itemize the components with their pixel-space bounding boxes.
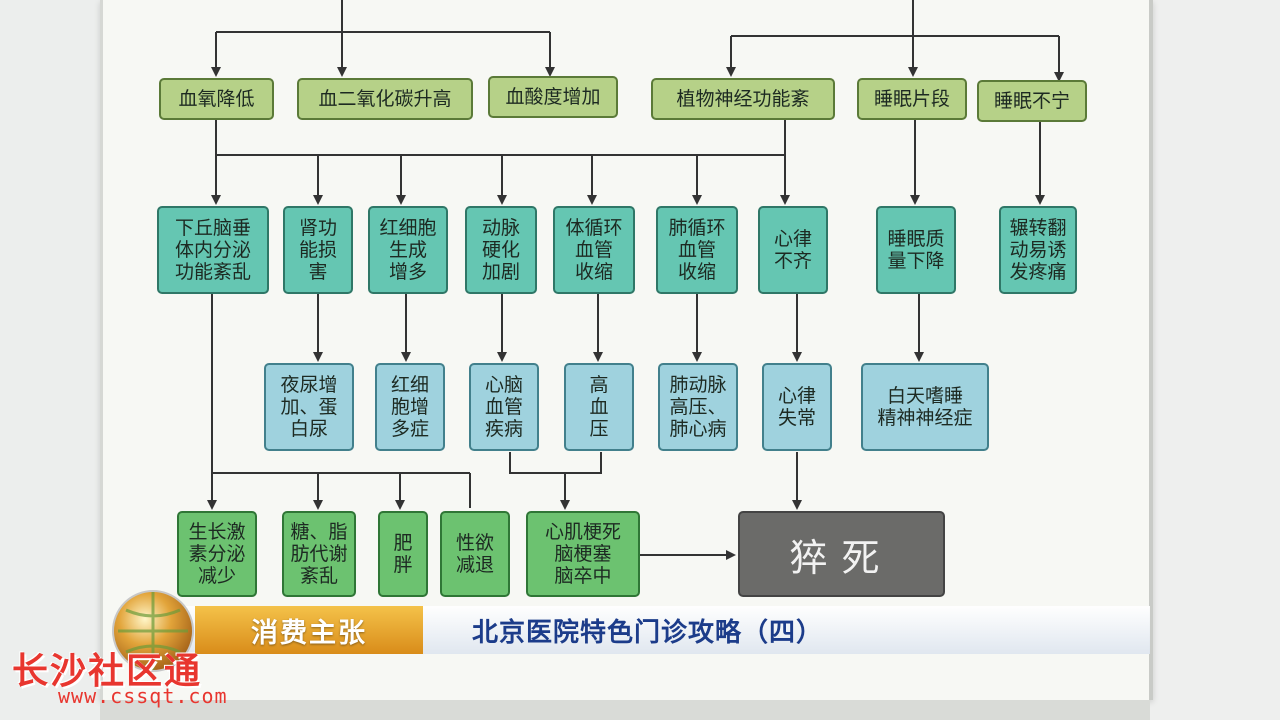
node-infarction-stroke: 心肌梗死 脑梗塞 脑卒中	[526, 511, 640, 597]
node-arteriosclerosis: 动脉 硬化 加剧	[465, 206, 537, 294]
watermark-site-name: 长沙社区通	[12, 651, 203, 692]
node-sleep-quality-down: 睡眠质 量下降	[876, 206, 956, 294]
tv-banner-title: 北京医院特色门诊攻略（四）	[472, 617, 824, 648]
node-obesity: 肥 胖	[378, 511, 428, 597]
node-sudden-death: 猝死	[738, 511, 945, 597]
node-co2-high: 血二氧化碳升高	[297, 78, 473, 120]
node-nocturia-proteinuria: 夜尿增 加、蛋 白尿	[264, 363, 354, 451]
node-rbc-increase: 红细胞 生成 增多	[368, 206, 448, 294]
node-polycythemia: 红细 胞增 多症	[375, 363, 445, 451]
node-systemic-vasoconstriction: 体循环 血管 收缩	[553, 206, 635, 294]
watermark-site-url: www.cssqt.com	[58, 684, 228, 708]
node-blood-oxygen-low: 血氧降低	[159, 78, 274, 120]
node-hypothalamus: 下丘脑垂 体内分泌 功能紊乱	[157, 206, 269, 294]
node-sleep-restless: 睡眠不宁	[977, 80, 1087, 122]
wall-background-left	[0, 0, 100, 720]
tv-program-tag: 消费主张	[195, 606, 423, 654]
node-acidity-up: 血酸度增加	[488, 76, 618, 118]
wall-background-right	[1148, 0, 1280, 720]
node-hypertension: 高 血 压	[564, 363, 634, 451]
globe-logo-icon	[112, 590, 194, 672]
node-daytime-sleepiness: 白天嗜睡 精神神经症	[861, 363, 989, 451]
node-cardio-cerebro-disease: 心脑 血管 疾病	[469, 363, 539, 451]
node-pulmonary-hypertension: 肺动脉 高压、 肺心病	[658, 363, 738, 451]
board-frame-bottom	[100, 700, 1150, 720]
node-growth-hormone-down: 生长激 素分泌 减少	[177, 511, 257, 597]
node-metabolic-disorder: 糖、脂 肪代谢 紊乱	[282, 511, 356, 597]
node-autonomic-disorder: 植物神经功能紊	[651, 78, 835, 120]
node-irregular-heartbeat: 心律 不齐	[758, 206, 828, 294]
node-pulmonary-vasoconstriction: 肺循环 血管 收缩	[656, 206, 738, 294]
node-libido-down: 性欲 减退	[440, 511, 510, 597]
node-kidney-damage: 肾功 能损 害	[283, 206, 353, 294]
node-arrhythmia: 心律 失常	[762, 363, 832, 451]
node-tossing-pain: 辗转翻 动易诱 发疼痛	[999, 206, 1077, 294]
node-sleep-fragmented: 睡眠片段	[857, 78, 967, 120]
